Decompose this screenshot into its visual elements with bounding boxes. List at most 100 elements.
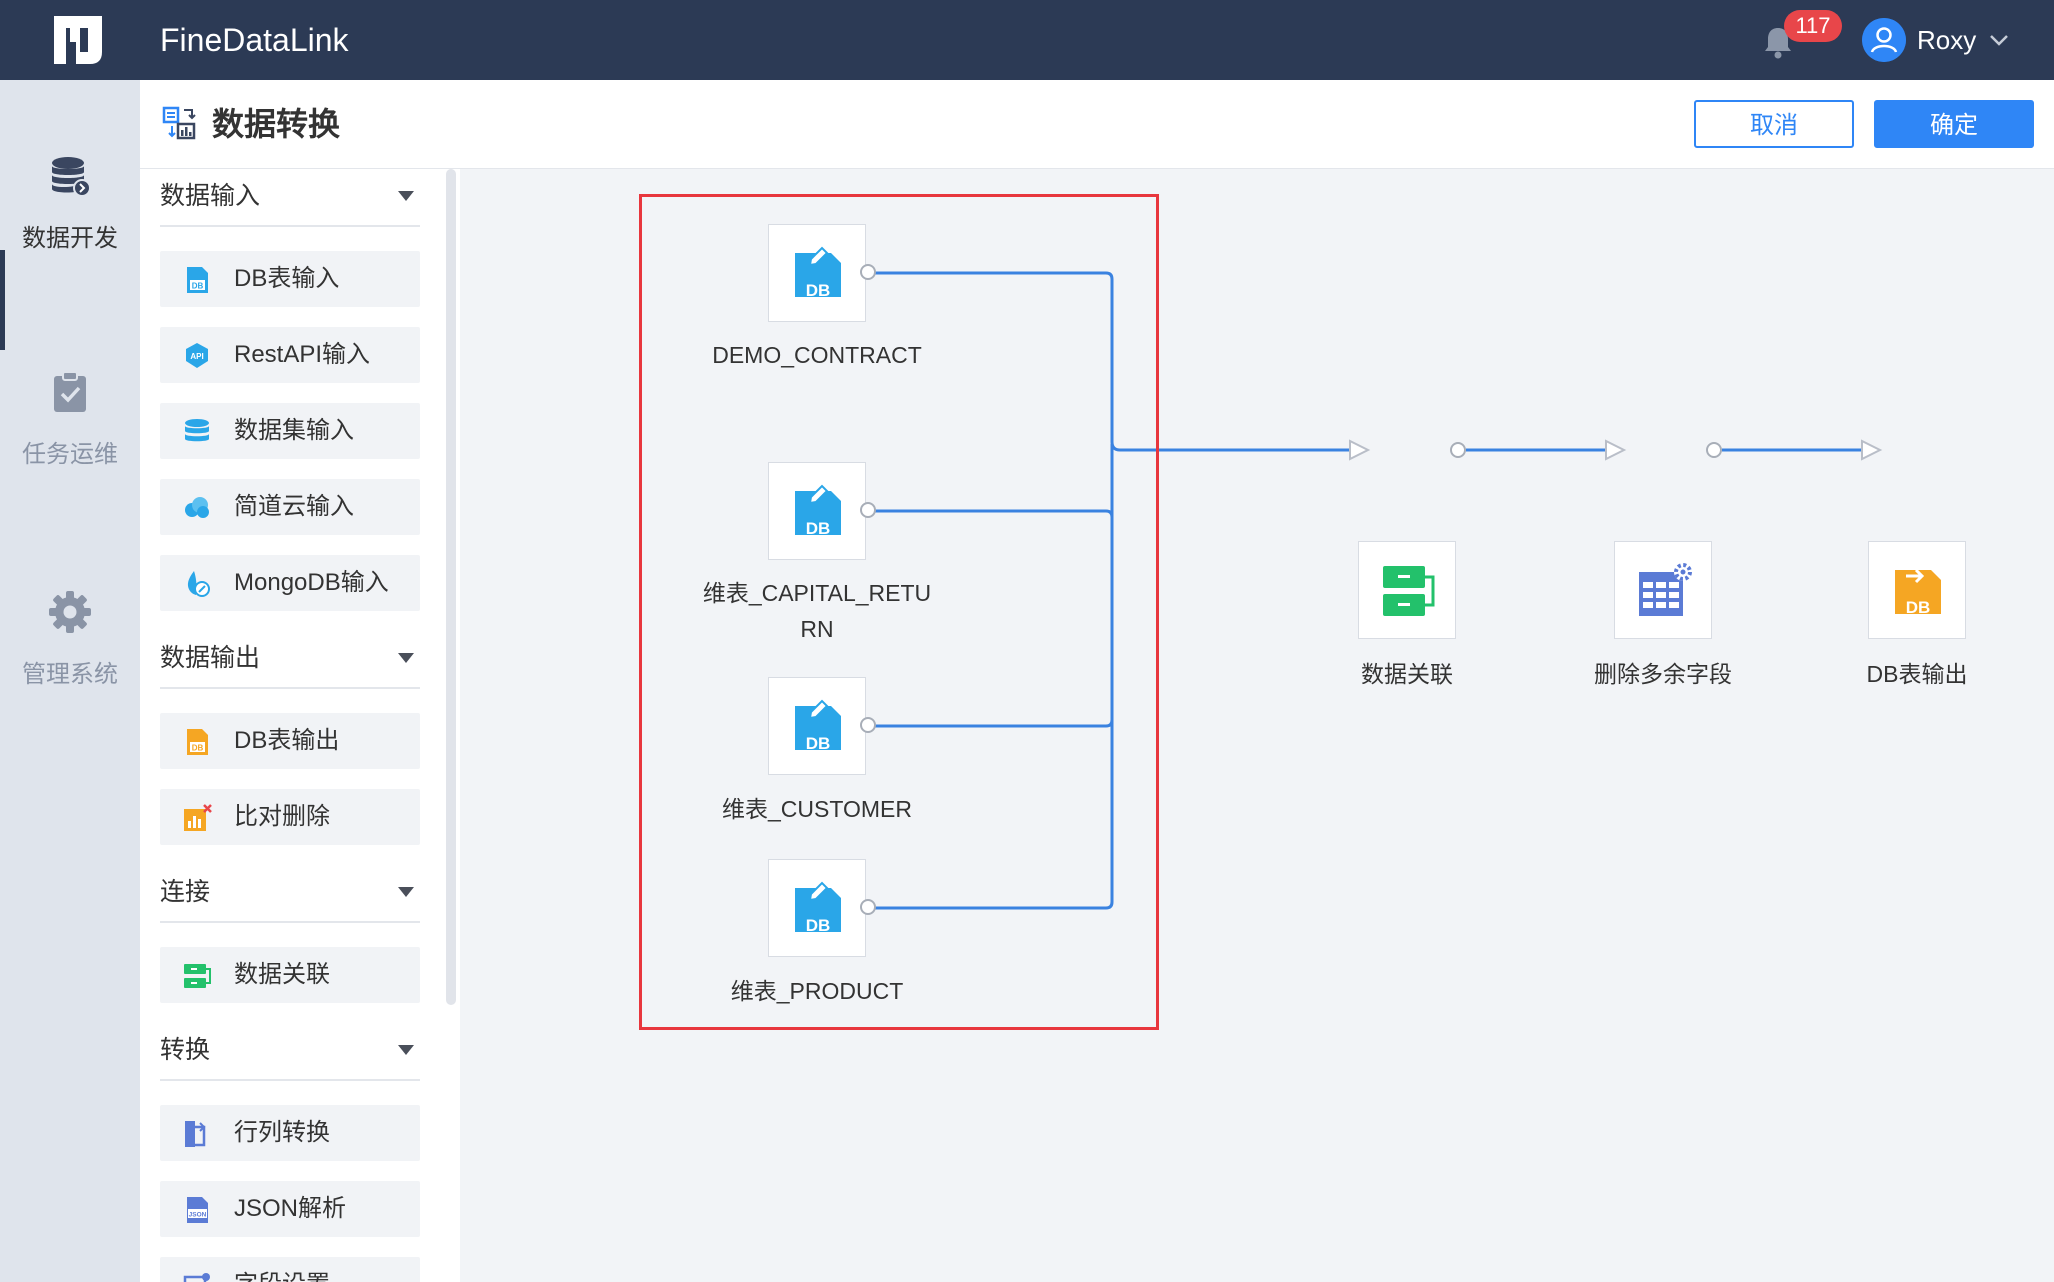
node-delete-fields[interactable] bbox=[1614, 541, 1712, 639]
nav-active-indicator bbox=[0, 250, 5, 350]
left-nav: 数据开发 任务运维 管理系统 bbox=[0, 80, 140, 1282]
selection-rectangle bbox=[639, 194, 1159, 1030]
db-badge-text: DB bbox=[1905, 598, 1931, 617]
json-icon: JSON bbox=[187, 1197, 208, 1223]
db-output-icon bbox=[1895, 568, 1941, 614]
component-restapi-input[interactable]: API RestAPI输入 bbox=[160, 327, 420, 383]
top-bar: FineDataLink 117 Roxy bbox=[0, 0, 2054, 80]
section-data-input[interactable]: 数据输入 bbox=[160, 169, 420, 227]
notification-badge[interactable]: 117 bbox=[1784, 10, 1842, 42]
section-label: 转换 bbox=[160, 1036, 211, 1064]
svg-text:DB: DB bbox=[192, 282, 204, 291]
db-input-icon bbox=[795, 699, 841, 750]
clipboard-check-icon bbox=[54, 371, 86, 412]
caret-down-icon[interactable] bbox=[398, 653, 414, 663]
node-capital-return[interactable]: DB bbox=[768, 462, 866, 560]
component-label: RestAPI输入 bbox=[234, 341, 371, 368]
node-label: DEMO_CONTRACT bbox=[712, 342, 922, 368]
dataset-icon bbox=[185, 419, 209, 442]
component-label: MongoDB输入 bbox=[234, 569, 389, 596]
db-badge-text: DB bbox=[805, 734, 831, 753]
user-name[interactable]: Roxy bbox=[1917, 25, 1977, 55]
component-mongodb-input[interactable]: MongoDB输入 bbox=[160, 555, 420, 611]
component-data-join[interactable]: 数据关联 bbox=[160, 947, 420, 1003]
node-label: 维表_CAPITAL_RETU RN bbox=[702, 580, 932, 642]
db-badge-text: DB bbox=[805, 916, 831, 935]
nav-item-data-dev[interactable]: 数据开发 bbox=[0, 152, 140, 253]
component-compare-delete[interactable]: 比对删除 bbox=[160, 789, 420, 845]
data-join-icon bbox=[184, 964, 211, 988]
section-label: 数据输入 bbox=[160, 182, 261, 210]
chevron-down-icon[interactable] bbox=[1987, 28, 2011, 52]
app-logo-icon[interactable] bbox=[50, 12, 106, 68]
svg-text:JSON: JSON bbox=[189, 1212, 207, 1219]
caret-down-icon[interactable] bbox=[398, 1045, 414, 1055]
output-port[interactable] bbox=[1450, 442, 1466, 458]
component-field-setting[interactable]: 字段设置 bbox=[160, 1257, 420, 1282]
component-jdy-input[interactable]: 简道云输入 bbox=[160, 479, 420, 535]
cancel-button[interactable]: 取消 bbox=[1694, 100, 1854, 148]
input-arrow-db-output bbox=[1861, 439, 1883, 461]
component-db-input[interactable]: DB DB表输入 bbox=[160, 251, 420, 307]
output-port[interactable] bbox=[1706, 442, 1722, 458]
component-dataset-input[interactable]: 数据集输入 bbox=[160, 403, 420, 459]
input-arrow-join bbox=[1349, 439, 1371, 461]
confirm-button[interactable]: 确定 bbox=[1874, 100, 2034, 148]
gear-icon bbox=[49, 591, 91, 633]
node-demo-contract[interactable]: DB bbox=[768, 224, 866, 322]
flow-canvas[interactable]: DB DEMO_CONTRACT DB 维表_CAPITAL_RETU RN D… bbox=[462, 169, 2054, 1282]
node-customer[interactable]: DB bbox=[768, 677, 866, 775]
section-data-output[interactable]: 数据输出 bbox=[160, 631, 420, 689]
node-label: 维表_CUSTOMER bbox=[722, 796, 912, 822]
caret-down-icon[interactable] bbox=[398, 887, 414, 897]
output-port[interactable] bbox=[860, 899, 876, 915]
component-label: JSON解析 bbox=[234, 1195, 347, 1222]
component-label: DB表输出 bbox=[234, 727, 340, 754]
node-product[interactable]: DB bbox=[768, 859, 866, 957]
field-setting-icon bbox=[183, 1273, 210, 1282]
output-port[interactable] bbox=[860, 264, 876, 280]
db-input-icon: DB bbox=[187, 267, 208, 293]
component-db-output[interactable]: DB DB表输出 bbox=[160, 713, 420, 769]
nav-label: 管理系统 bbox=[22, 661, 118, 688]
component-label: 数据集输入 bbox=[234, 417, 354, 444]
output-port[interactable] bbox=[860, 502, 876, 518]
panel-scrollbar[interactable] bbox=[446, 169, 456, 1005]
page-title: 数据转换 bbox=[212, 106, 341, 142]
node-label: 维表_PRODUCT bbox=[730, 978, 904, 1004]
component-json-parse[interactable]: JSON JSON解析 bbox=[160, 1181, 420, 1237]
db-input-icon bbox=[795, 881, 841, 932]
page-header: 数据转换 取消 确定 bbox=[140, 80, 2054, 169]
component-label: 简道云输入 bbox=[234, 493, 354, 520]
db-badge-text: DB bbox=[805, 281, 831, 300]
db-input-icon bbox=[795, 484, 841, 535]
nav-label: 数据开发 bbox=[22, 225, 118, 252]
component-label: 数据关联 bbox=[234, 961, 330, 988]
flow-wires bbox=[870, 271, 1883, 910]
user-avatar-icon[interactable] bbox=[1862, 18, 1906, 62]
component-label: 比对删除 bbox=[234, 803, 330, 830]
db-input-icon bbox=[795, 246, 841, 297]
node-label: 数据关联 bbox=[1361, 661, 1453, 687]
component-label: DB表输入 bbox=[234, 265, 340, 292]
svg-text:API: API bbox=[190, 352, 203, 361]
component-label: 行列转换 bbox=[234, 1119, 330, 1146]
node-db-output[interactable]: DB bbox=[1868, 541, 1966, 639]
section-connect[interactable]: 连接 bbox=[160, 865, 420, 923]
data-transform-icon bbox=[162, 106, 196, 140]
compare-delete-icon bbox=[184, 804, 212, 831]
database-icon bbox=[52, 157, 91, 197]
section-label: 数据输出 bbox=[160, 644, 261, 672]
caret-down-icon[interactable] bbox=[398, 191, 414, 201]
db-output-icon: DB bbox=[187, 729, 208, 755]
component-row-col-transform[interactable]: 行列转换 bbox=[160, 1105, 420, 1161]
bell-icon[interactable] bbox=[1758, 22, 1798, 62]
nav-item-admin[interactable]: 管理系统 bbox=[0, 588, 140, 689]
output-port[interactable] bbox=[860, 717, 876, 733]
nav-label: 任务运维 bbox=[22, 441, 118, 468]
section-transform[interactable]: 转换 bbox=[160, 1023, 420, 1081]
node-data-join[interactable] bbox=[1358, 541, 1456, 639]
nav-item-task-ops[interactable]: 任务运维 bbox=[0, 368, 140, 469]
node-label: DB表输出 bbox=[1866, 661, 1968, 687]
node-label: 删除多余字段 bbox=[1594, 661, 1732, 687]
